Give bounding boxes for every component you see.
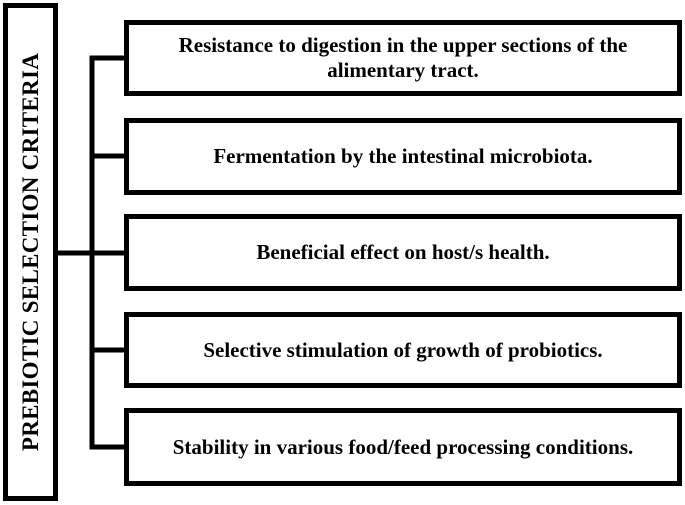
criterion-label: Resistance to digestion in the upper sec… [178, 33, 628, 82]
criterion-box-fermentation: Fermentation by the intestinal microbiot… [124, 118, 682, 195]
criterion-label: Fermentation by the intestinal microbiot… [213, 144, 593, 168]
criterion-label: Stability in various food/feed processin… [172, 434, 634, 459]
criterion-box-selective-stimulation: Selective stimulation of growth of probi… [124, 312, 682, 388]
criterion-label: Selective stimulation of growth of probi… [203, 337, 603, 362]
criterion-box-stability: Stability in various food/feed processin… [124, 408, 682, 486]
criterion-box-beneficial-effect: Beneficial effect on host/s health. [124, 214, 682, 291]
criterion-box-resistance: Resistance to digestion in the upper sec… [124, 20, 682, 96]
criterion-label: Beneficial effect on host/s health. [256, 240, 550, 264]
